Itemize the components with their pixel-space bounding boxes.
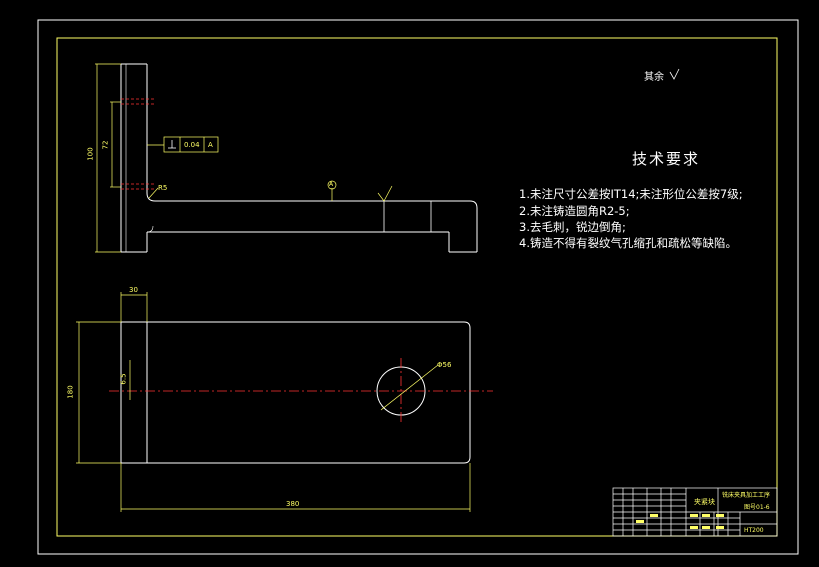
title-drawing-number: 图号01-6 <box>744 504 770 511</box>
tol-value: 0.04 <box>184 141 200 149</box>
dim-hole-diameter: Φ56 <box>437 361 452 369</box>
title-block <box>612 487 778 537</box>
tech-note-4: 4.铸造不得有裂纹气孔缩孔和疏松等缺陷。 <box>519 236 737 250</box>
dim-center-offset: 6.5 <box>119 373 128 385</box>
roughness-mark <box>669 68 680 80</box>
tol-datum: A <box>208 141 213 149</box>
other-surfaces-roughness-note: 其余 <box>644 72 664 83</box>
dim-depth-total: 180 <box>66 385 75 399</box>
dim-height-total: 100 <box>86 147 95 161</box>
title-material: HT200 <box>744 527 764 534</box>
title-process-name: 铣床夹具加工工序 <box>722 492 771 499</box>
datum-label: A <box>329 181 334 188</box>
tech-note-2: 2.未注铸造圆角R2-5; <box>519 204 630 218</box>
dim-radius: R5 <box>158 184 168 192</box>
top-view-center-lines <box>109 358 493 424</box>
perpendicularity-symbol <box>168 140 176 149</box>
outer-border <box>37 19 799 555</box>
post-hidden-holes <box>121 98 155 190</box>
title-part-name: 夹紧块 <box>694 498 715 506</box>
dim-height-inner: 72 <box>101 140 110 150</box>
top-view-dimensions <box>76 292 471 512</box>
dim-top-thickness: 30 <box>129 286 138 294</box>
tech-note-3: 3.去毛刺，锐边倒角; <box>519 220 626 234</box>
top-view <box>120 321 471 464</box>
side-view-dimensions <box>95 63 393 253</box>
title-block-fill-marks <box>636 514 724 529</box>
dim-width-total: 380 <box>286 500 300 508</box>
side-view <box>120 63 478 253</box>
tech-note-1: 1.未注尺寸公差按IT14;未注形位公差按7级; <box>519 187 743 201</box>
inner-border <box>56 37 778 537</box>
tech-requirements-title: 技术要求 <box>632 150 701 168</box>
